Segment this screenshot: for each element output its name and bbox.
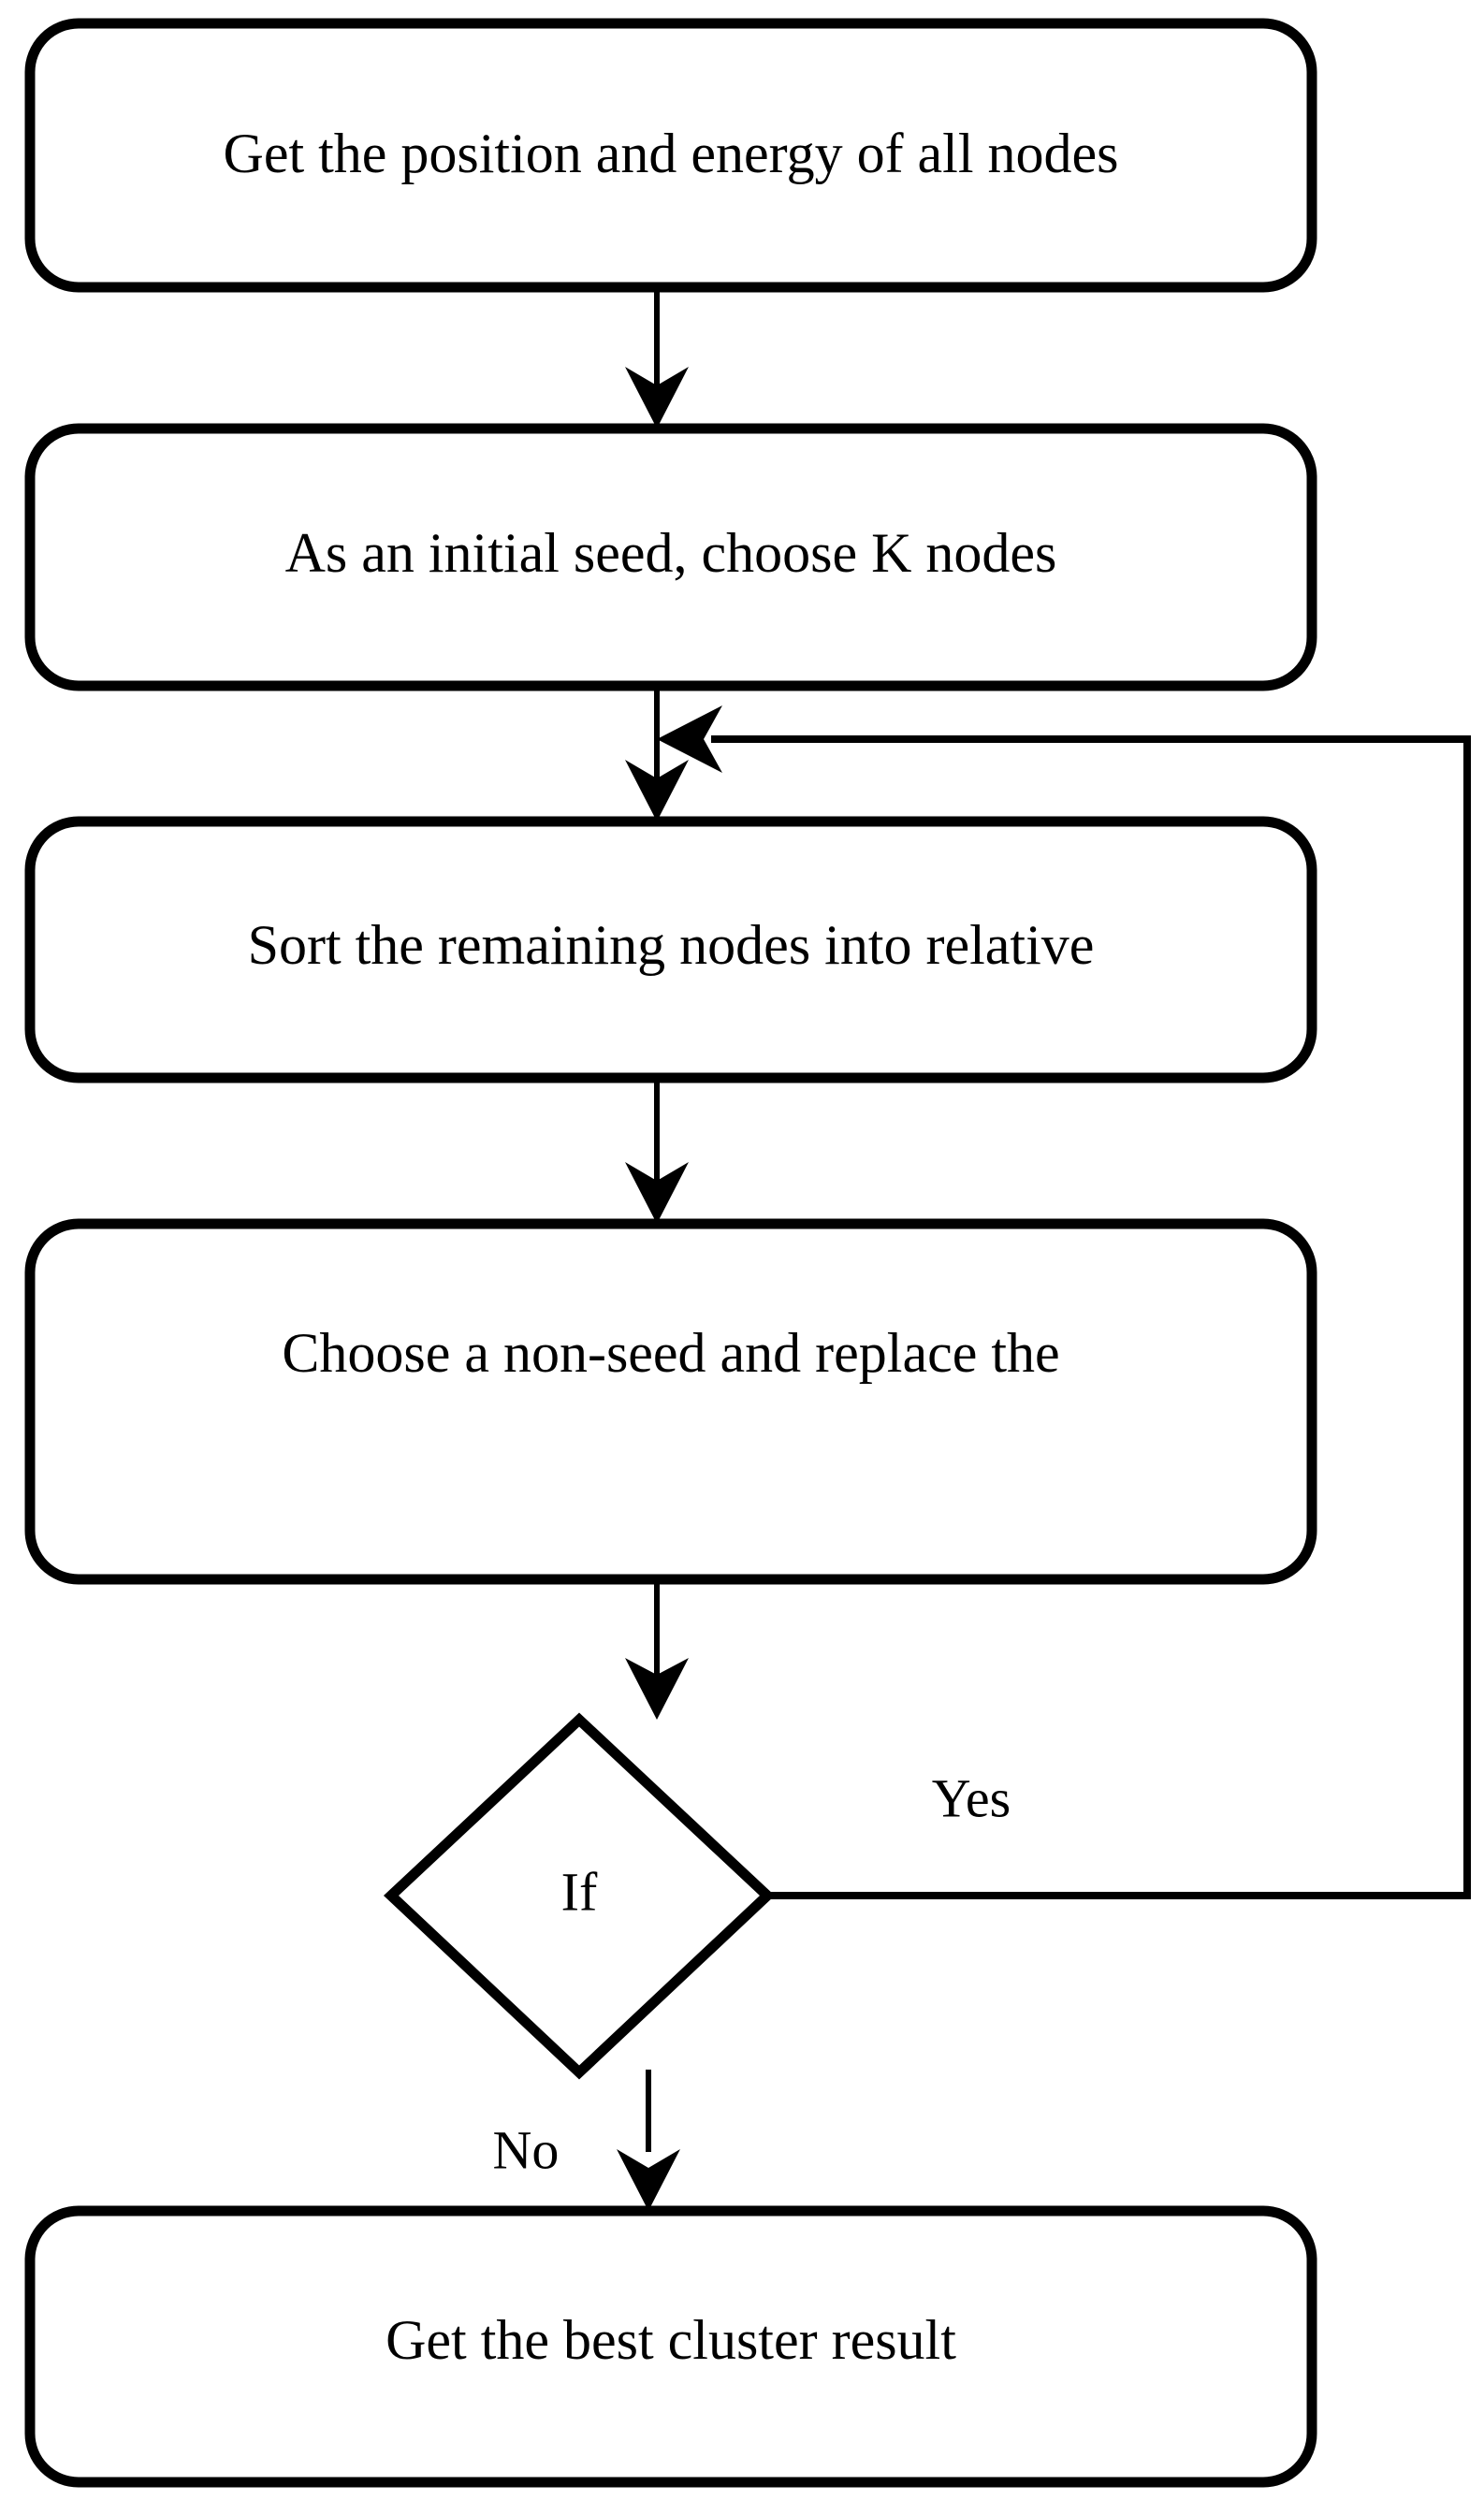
process-box-3-label: Sort the remaining nodes into relative — [248, 914, 1095, 976]
process-box-4-label: Choose a non-seed and replace the — [282, 1322, 1059, 1384]
arrowhead-2-to-3 — [625, 760, 689, 821]
process-box-5-label: Get the best cluster result — [386, 2309, 956, 2371]
process-box-1-label: Get the position and energy of all nodes — [223, 123, 1118, 184]
arrowhead-feedback-into-box3 — [657, 705, 722, 773]
process-box-2[interactable] — [24, 423, 1317, 691]
arrowhead-4-to-decision — [625, 1658, 689, 1720]
decision-diamond[interactable] — [383, 1712, 776, 2080]
process-box-5[interactable] — [24, 2205, 1317, 2488]
feedback-loop-yes-path — [711, 735, 1471, 1899]
process-box-4[interactable] — [24, 1218, 1317, 1585]
edge-label-yes: Yes — [932, 1767, 1011, 1828]
process-box-1[interactable] — [24, 18, 1317, 293]
decision-diamond-label: If — [561, 1861, 598, 1922]
arrowhead-3-to-4 — [625, 1162, 689, 1224]
process-box-2-label: As an initial seed, choose K nodes — [285, 522, 1057, 584]
process-box-3[interactable] — [24, 816, 1317, 1083]
arrowhead-1-to-2 — [625, 367, 689, 429]
arrowhead-no-to-box6 — [617, 2149, 680, 2211]
edge-label-no: No — [493, 2119, 560, 2180]
